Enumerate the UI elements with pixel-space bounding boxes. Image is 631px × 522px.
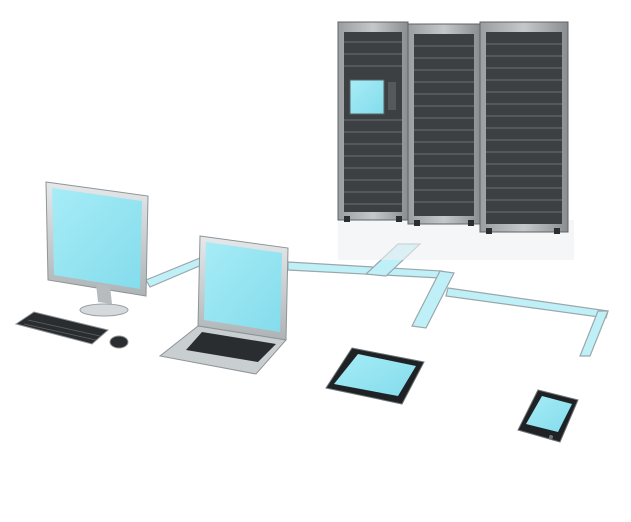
cable-branch-right: [445, 287, 609, 319]
laptop-keyboard: [186, 332, 276, 362]
cable-desktop: [145, 257, 205, 288]
server-rack: [337, 21, 409, 222]
mouse: [109, 335, 129, 349]
rack-display-screen: [349, 79, 385, 115]
tablet-screen: [334, 354, 416, 396]
server-rack: [407, 23, 481, 226]
cable-trunk-diagonal: [411, 270, 455, 329]
desktop-computer: [14, 181, 149, 349]
cable-trunk-left: [287, 261, 443, 279]
server-rack: [479, 21, 569, 234]
smartphone: [517, 389, 579, 443]
monitor-base: [79, 303, 129, 317]
laptop-screen: [204, 242, 282, 332]
phone-home-button: [549, 435, 553, 439]
monitor-screen: [52, 188, 142, 289]
laptop: [158, 235, 289, 375]
server-racks: [337, 21, 574, 260]
cable-branch-drop: [579, 310, 609, 357]
monitor-stand: [96, 284, 112, 304]
keyboard: [14, 311, 110, 345]
phone-screen: [526, 396, 572, 432]
tablet: [325, 347, 425, 405]
